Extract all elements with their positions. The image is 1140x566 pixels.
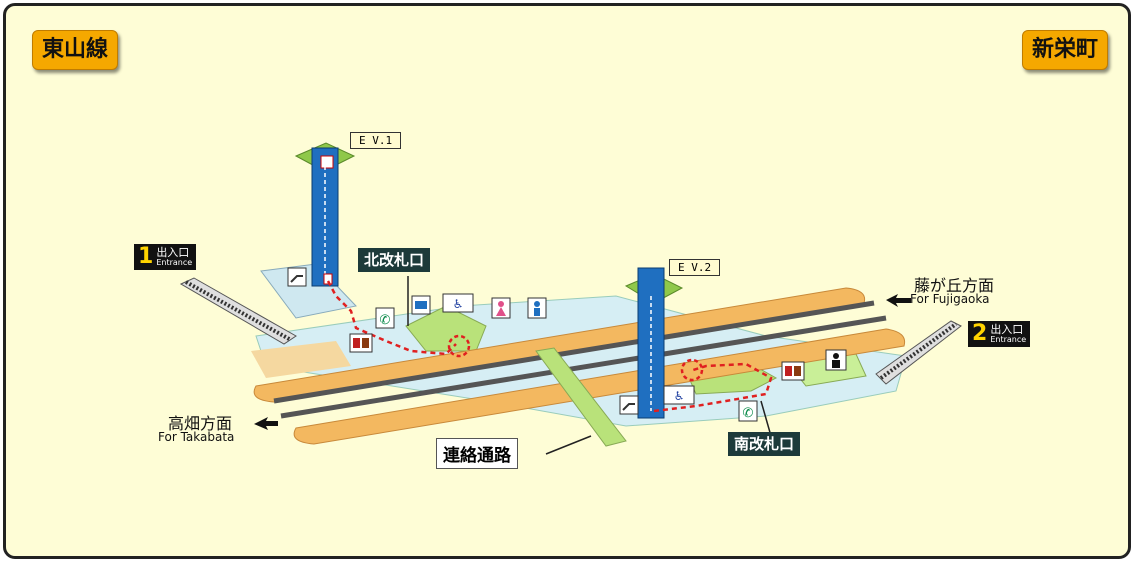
floor-area xyxy=(251,341,351,378)
phone-icon: ✆ xyxy=(375,307,395,329)
svg-text:♿: ♿ xyxy=(674,389,685,403)
connecting-corridor xyxy=(535,347,627,447)
direction-takabata-en: For Takabata xyxy=(158,430,235,444)
north-gate-label: 北改札口 xyxy=(358,248,431,272)
direction-fujigaoka-en: For Fujigaoka xyxy=(910,292,990,306)
elevator-shaft-1 xyxy=(294,142,356,287)
exit-2-number: 2 xyxy=(972,321,988,346)
mens-toilet-icon xyxy=(527,297,547,319)
station-staff-icon xyxy=(825,349,847,371)
elevator-2-label: E V.2 xyxy=(669,259,721,276)
exit-1-badge: 1 出入口 Entrance xyxy=(134,244,197,270)
track xyxy=(273,300,875,404)
exit-2-en: Entrance xyxy=(990,335,1027,344)
arrow-fujigaoka xyxy=(886,294,911,307)
station-map-frame: ✆ ✆ ♿ ♿ xyxy=(3,3,1131,559)
corridor-label: 連絡通路 xyxy=(436,438,518,469)
accessible-route-south xyxy=(653,362,773,413)
exit-1-number: 1 xyxy=(138,244,154,269)
floor-area xyxy=(260,263,357,319)
svg-text:✆: ✆ xyxy=(743,406,754,421)
womens-toilet-icon xyxy=(491,297,511,319)
exit-2-stairs xyxy=(875,320,962,385)
ticket-office-icon xyxy=(411,295,431,315)
north-gate-area xyxy=(405,305,487,352)
exit-2-jp: 出入口 xyxy=(990,323,1024,336)
phone-icon: ✆ xyxy=(738,400,758,422)
south-gate-label: 南改札口 xyxy=(728,432,801,456)
ticket-machine-icon xyxy=(781,361,805,381)
exit-1-stairs xyxy=(179,277,297,345)
line-name-tag: 東山線 xyxy=(32,30,119,70)
track xyxy=(280,315,887,419)
route-marker xyxy=(447,334,471,358)
exit-2-badge: 2 出入口 Entrance xyxy=(968,321,1031,347)
escalator-icon xyxy=(287,267,307,287)
accessible-toilet-icon: ♿ xyxy=(663,385,695,405)
leader-corridor xyxy=(545,435,592,455)
ticket-machine-icon xyxy=(349,333,373,353)
direction-fujigaoka-jp: 藤が丘方面 xyxy=(914,276,995,295)
arrow-takabata xyxy=(254,417,278,430)
elevator-1-label: E V.1 xyxy=(350,132,402,149)
accessible-toilet-icon: ♿ xyxy=(442,293,474,313)
exit-1-jp: 出入口 xyxy=(156,246,190,259)
platform-south xyxy=(293,328,906,445)
direction-takabata-jp: 高畑方面 xyxy=(168,414,233,433)
escalator-icon xyxy=(619,395,639,415)
route-marker xyxy=(680,358,704,382)
exit-1-en: Entrance xyxy=(156,258,193,267)
svg-text:♿: ♿ xyxy=(453,297,464,311)
station-name-tag: 新栄町 xyxy=(1021,30,1108,70)
svg-text:✆: ✆ xyxy=(380,313,391,328)
station-diagram: ✆ ✆ ♿ ♿ xyxy=(179,142,962,455)
leader-south-gate xyxy=(760,400,772,437)
elevator-shaft-2 xyxy=(624,267,684,419)
